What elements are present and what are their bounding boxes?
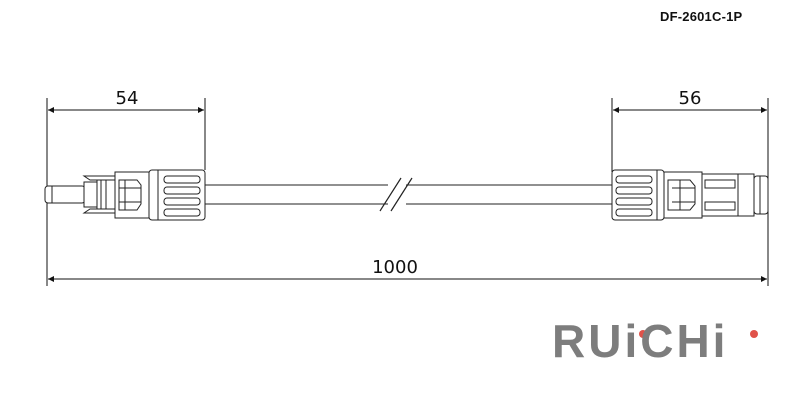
dimension-lines [48,107,767,282]
left-connector-dimension-value: 54 [116,88,139,109]
logo-accent-dots [639,330,758,338]
right-connector [611,169,769,221]
ruichi-logo: RUiCHi [552,315,729,367]
cable [205,184,612,205]
part-number-label: DF-2601C-1P [660,9,743,24]
right-connector-dimension-value: 56 [679,88,702,109]
left-connector [44,169,206,221]
total-length-dimension-value: 1000 [372,257,418,278]
cable-break-mark [379,177,413,212]
